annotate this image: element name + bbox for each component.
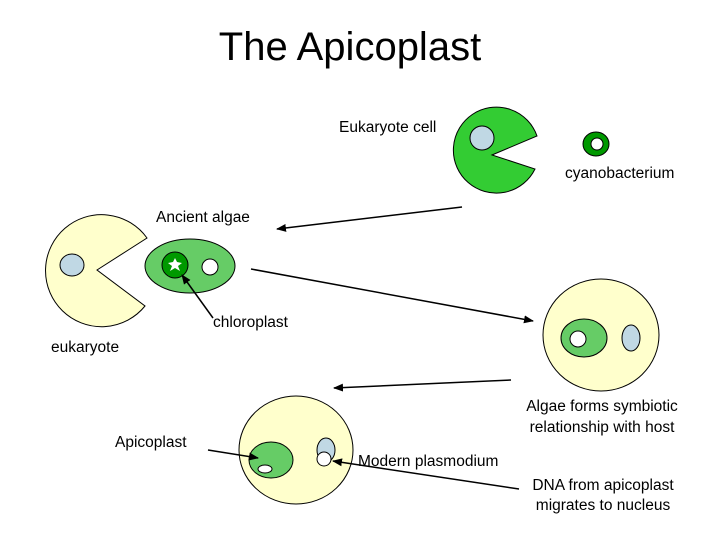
cyanobacterium-inner: [590, 137, 604, 151]
ancient-algae-body: [144, 238, 236, 294]
eukaryote-cell-label: Eukaryote cell: [339, 119, 436, 136]
eukaryote-nucleus: [59, 253, 85, 277]
arrow-to-ancient-algae: [276, 206, 463, 232]
modern-plasmodium-label: Modern plasmodium: [358, 453, 498, 470]
symbiotic-algae-nucleus: [569, 330, 587, 348]
chloroplast-label: chloroplast: [213, 314, 289, 331]
eukaryote-body: [45, 214, 148, 328]
ancient-algae: [144, 238, 236, 294]
plasmodium-apicoplast: [248, 441, 294, 479]
eukaryote: [45, 214, 148, 328]
dna-label-line2: migrates to nucleus: [536, 497, 671, 514]
cyanobacterium: [582, 131, 610, 157]
modern-plasmodium: [238, 395, 354, 505]
ancient-algae-nucleus: [201, 258, 219, 276]
eukaryote-cell-nucleus: [469, 125, 495, 151]
plasmodium-nucleus-dna: [316, 451, 332, 467]
eukaryote-cell: [452, 106, 538, 194]
arrow-to-modern-plasmodium: [333, 379, 512, 392]
symbiotic-host-nucleus: [621, 324, 641, 352]
eukaryote-cell-body: [452, 106, 538, 194]
slide-title: The Apicoplast: [219, 25, 481, 69]
eukaryote-label: eukaryote: [51, 339, 119, 356]
arrow-to-chloroplast: [181, 274, 214, 319]
dna-label-line1: DNA from apicoplast: [532, 477, 674, 494]
symbiotic-label-line1: Algae forms symbiotic: [526, 398, 678, 415]
ancient-algae-label: Ancient algae: [156, 209, 250, 226]
apicoplast-label: Apicoplast: [115, 434, 187, 451]
apicoplast-spot: [257, 464, 273, 474]
arrow-dna-to-nucleus: [332, 458, 520, 490]
symbiotic-cell: [542, 278, 660, 392]
chloroplast-inner-spot: [168, 258, 182, 271]
symbiotic-label-line2: relationship with host: [530, 419, 675, 436]
arrow-to-symbiotic-cell: [250, 268, 534, 324]
cyanobacterium-label: cyanobacterium: [565, 165, 674, 182]
arrow-to-apicoplast: [207, 449, 259, 461]
